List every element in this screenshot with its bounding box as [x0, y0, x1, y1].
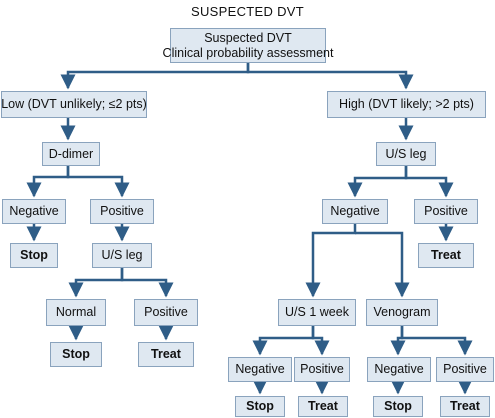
venogram-treat-node: Treat — [440, 396, 490, 417]
root-line-1: Suspected DVT — [204, 30, 292, 45]
low-us-leg-node: U/S leg — [92, 243, 152, 268]
venogram-node: Venogram — [366, 299, 438, 326]
low-negative-node: Negative — [2, 199, 66, 224]
low-negative-stop-node: Stop — [10, 243, 58, 268]
high-treat-node: Treat — [418, 243, 474, 268]
low-positive-node: Positive — [90, 199, 154, 224]
low-normal-node: Normal — [46, 299, 106, 326]
root-line-2: Clinical probability assessment — [162, 45, 334, 60]
high-positive-node: Positive — [414, 199, 478, 224]
diagram-title: SUSPECTED DVT — [191, 4, 304, 19]
root-node: Suspected DVT Clinical probability asses… — [163, 28, 333, 63]
us-week-positive-node: Positive — [294, 357, 350, 382]
high-negative-node: Negative — [322, 199, 388, 224]
us-1-week-node: U/S 1 week — [278, 299, 356, 326]
us-week-negative-node: Negative — [228, 357, 292, 382]
low-probability-node: Low (DVT unlikely; ≤2 pts) — [1, 91, 147, 118]
us-week-treat-node: Treat — [298, 396, 348, 417]
low-us-positive-node: Positive — [134, 299, 198, 326]
venogram-stop-node: Stop — [373, 396, 423, 417]
low-normal-stop-node: Stop — [50, 342, 102, 367]
venogram-positive-node: Positive — [436, 357, 494, 382]
low-d-dimer-node: D-dimer — [42, 142, 100, 166]
venogram-negative-node: Negative — [367, 357, 431, 382]
high-us-leg-node: U/S leg — [376, 142, 436, 166]
us-week-stop-node: Stop — [235, 396, 285, 417]
high-probability-node: High (DVT likely; >2 pts) — [327, 91, 486, 118]
low-treat-node: Treat — [138, 342, 194, 367]
